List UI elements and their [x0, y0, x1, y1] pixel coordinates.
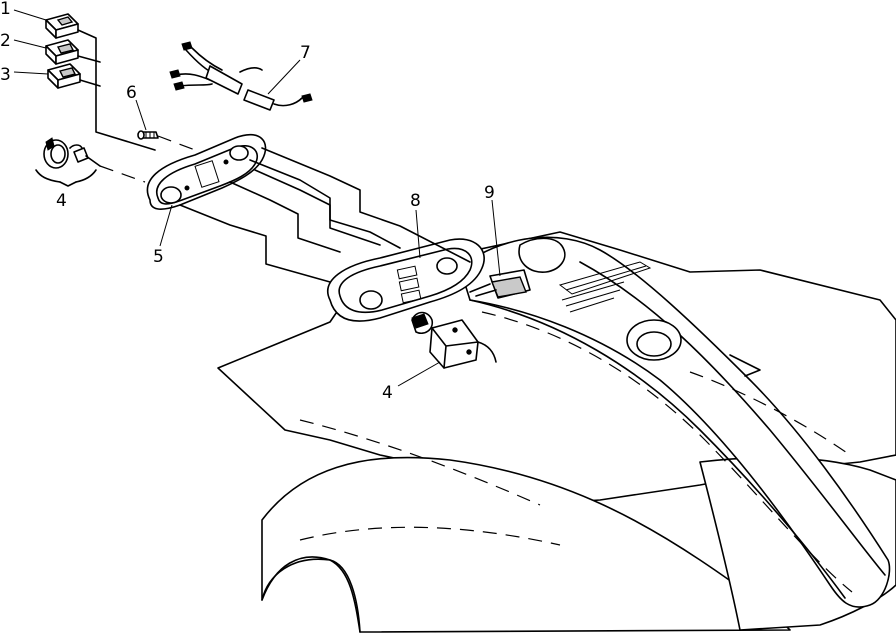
tail-light-lens [558, 261, 652, 313]
part-2-switch-cover [45, 39, 79, 65]
part-9-fender-switch [469, 269, 531, 299]
tail-rib-inner [481, 311, 853, 593]
part-1-switch-cover [45, 13, 79, 39]
callout-leaders [13, 9, 501, 387]
callout-5: 5 [153, 247, 164, 267]
callout-7: 7 [300, 43, 311, 63]
part-4-ignition-key-set [35, 137, 101, 187]
callout-2: 2 [0, 31, 11, 51]
wheel-arch-inner [261, 558, 361, 633]
part-7-wire-harness [169, 41, 313, 111]
part-4-ignition-switch-installed [411, 311, 497, 369]
fender-center-tail [459, 236, 891, 608]
tail-rib-left [469, 299, 846, 599]
assembly-leader-lines [77, 29, 471, 283]
callout-4-upper: 4 [56, 191, 67, 211]
part-3-switch-cover [47, 63, 81, 89]
fender-lower-dash [299, 526, 561, 546]
callout-labels: 1 2 3 4 5 6 7 8 9 4 [0, 0, 495, 403]
part-6-screw [137, 130, 159, 140]
callout-9: 9 [484, 183, 495, 203]
fender-round-boss [626, 319, 682, 361]
tail-rib-right [579, 261, 886, 576]
fender-edge-dash-left [299, 419, 541, 506]
rear-fender [217, 231, 896, 633]
part-8-fender-mount-plate [327, 238, 485, 322]
callout-1: 1 [0, 0, 11, 19]
part-5-face-plate [146, 133, 267, 210]
callout-4-lower: 4 [382, 383, 393, 403]
fender-accent-stroke [729, 354, 761, 377]
seat-cutout [518, 237, 566, 273]
callout-6: 6 [126, 83, 137, 103]
callout-8: 8 [410, 191, 421, 211]
callout-3: 3 [0, 65, 11, 85]
